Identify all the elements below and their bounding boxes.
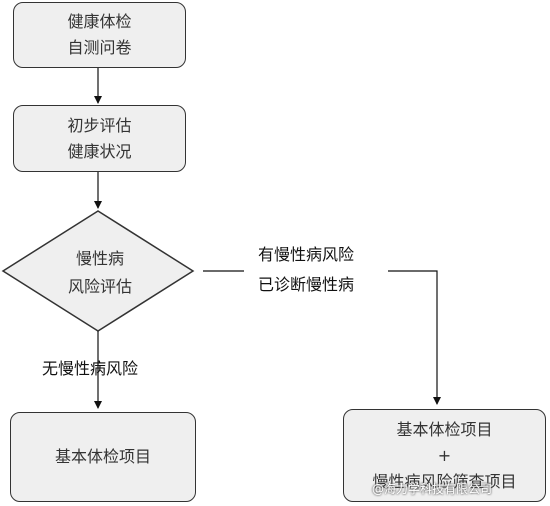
node-basic-items-line1: 基本体检项目 [54, 447, 151, 466]
node-basic-items: 基本体检项目 [10, 412, 196, 502]
node-assessment: 初步评估 健康状况 [13, 105, 186, 172]
edge-label-risk-yes-line2: 已诊断慢性病 [257, 275, 354, 294]
node-screening-items-line3: 慢性病风险筛查项目 [372, 471, 517, 491]
node-questionnaire-line2: 自测问卷 [67, 38, 132, 57]
node-decision-line1: 慢性病 [75, 249, 124, 268]
watermark: @海力学科技有限公司 [372, 482, 493, 496]
edge-label-risk-no: 无慢性病风险 [42, 359, 139, 378]
edge-label-risk-yes: 有慢性病风险 已诊断慢性病 [244, 242, 368, 298]
edge-label-risk-yes-line1: 有慢性病风险 [257, 245, 354, 264]
node-questionnaire-line1: 健康体检 [67, 12, 132, 31]
node-assessment-line1: 初步评估 [67, 115, 132, 135]
node-screening-items-line1: 基本体检项目 [396, 419, 493, 439]
node-screening-items: 基本体检项目 + 慢性病风险筛查项目 [343, 409, 546, 502]
node-decision-line2: 风险评估 [67, 277, 132, 296]
node-questionnaire: 健康体检 自测问卷 [13, 2, 186, 68]
node-screening-items-line2: + [437, 445, 452, 465]
node-decision-label: 慢性病 风险评估 [40, 245, 160, 301]
arrow-elbow-to-screening-items [388, 270, 441, 405]
node-assessment-line2: 健康状况 [67, 141, 132, 161]
